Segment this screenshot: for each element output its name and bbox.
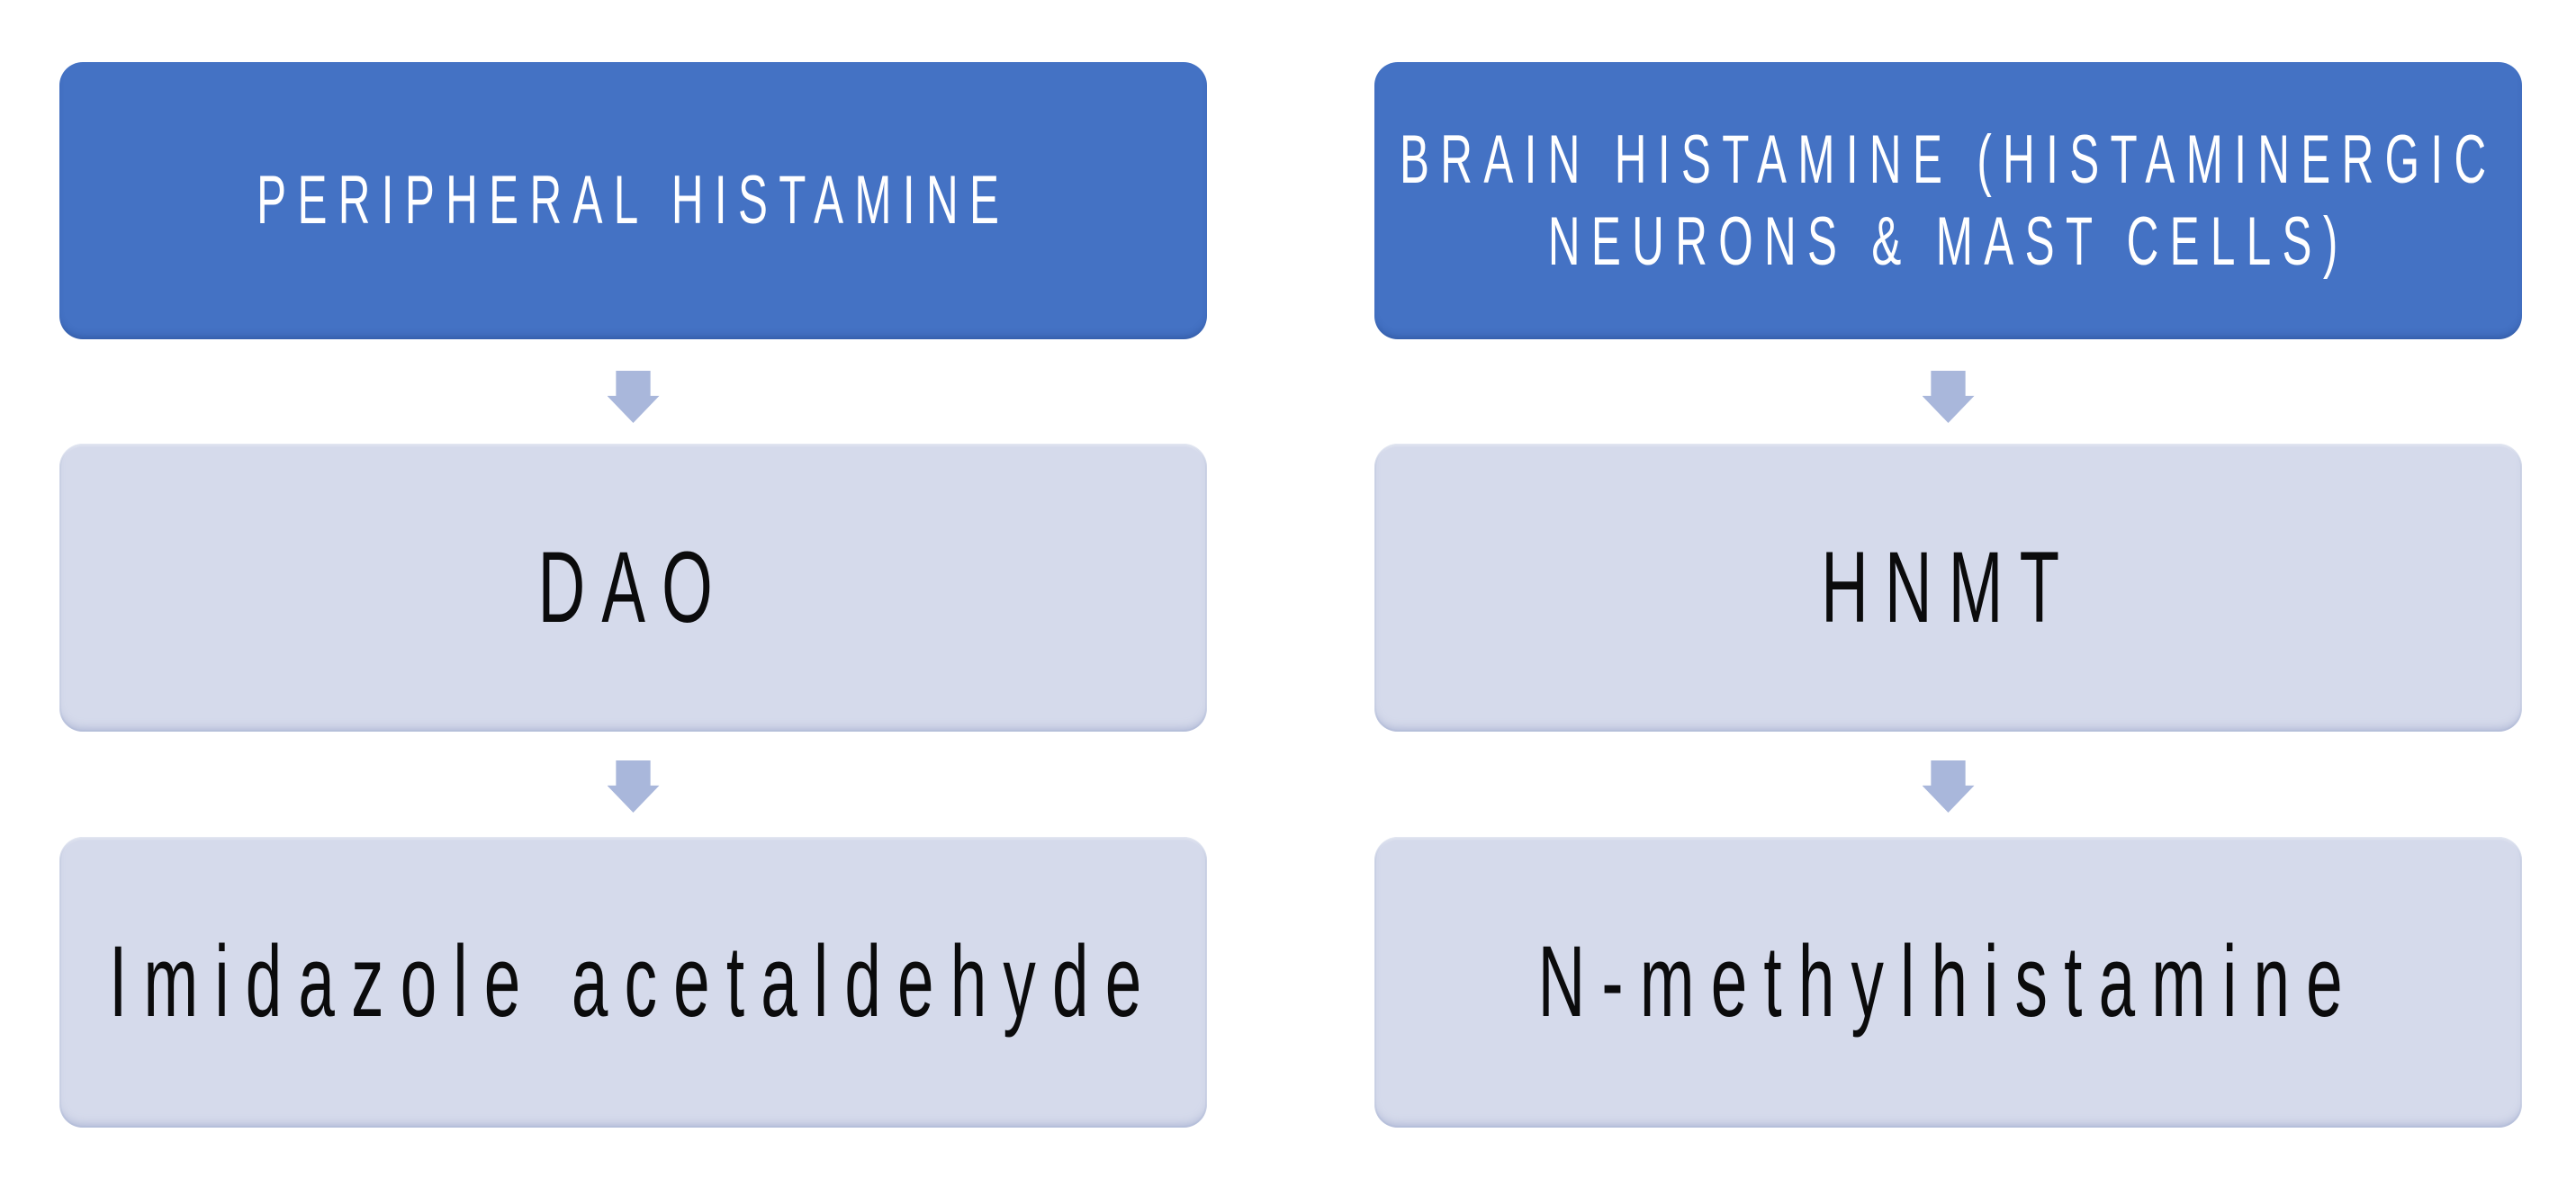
brain-histamine-box: BRAIN HISTAMINE (HISTAMINERGIC NEURONS &… (1374, 62, 2522, 339)
n-methylhistamine-label: N-methylhistamine (1537, 925, 2359, 1039)
peripheral-histamine-box: PERIPHERAL HISTAMINE (59, 62, 1207, 339)
arrow-gap (1374, 339, 2522, 444)
arrow-gap (59, 732, 1207, 837)
peripheral-histamine-label: PERIPHERAL HISTAMINE (256, 162, 1011, 239)
down-arrow-icon (607, 371, 660, 423)
imidazole-acetaldehyde-label: Imidazole acetaldehyde (108, 925, 1158, 1039)
dao-label: DAO (537, 530, 729, 643)
down-arrow-icon (1922, 371, 1975, 423)
hnmt-label: HNMT (1820, 530, 2076, 643)
down-arrow-icon (607, 760, 660, 813)
brain-pathway-column: BRAIN HISTAMINE (HISTAMINERGIC NEURONS &… (1374, 62, 2522, 1128)
arrow-gap (59, 339, 1207, 444)
dao-enzyme-box: DAO (59, 444, 1207, 732)
peripheral-pathway-column: PERIPHERAL HISTAMINE DAO Imidazole aceta… (59, 62, 1207, 1128)
imidazole-acetaldehyde-box: Imidazole acetaldehyde (59, 837, 1207, 1128)
down-arrow-icon (1922, 760, 1975, 813)
hnmt-enzyme-box: HNMT (1374, 444, 2522, 732)
n-methylhistamine-box: N-methylhistamine (1374, 837, 2522, 1128)
arrow-gap (1374, 732, 2522, 837)
brain-histamine-label: BRAIN HISTAMINE (HISTAMINERGIC NEURONS &… (1399, 121, 2498, 280)
